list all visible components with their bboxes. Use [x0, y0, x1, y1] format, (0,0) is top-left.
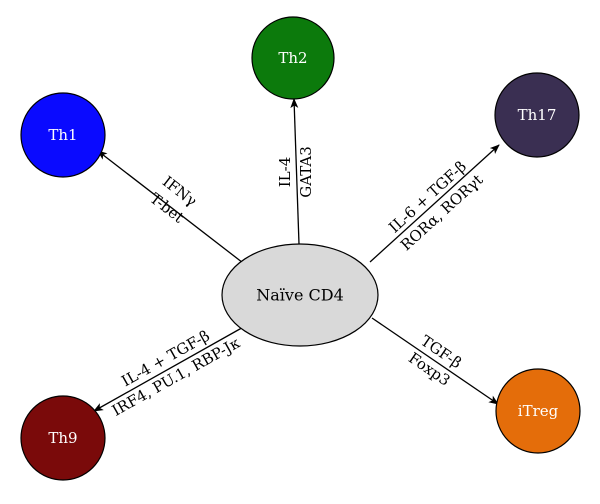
edge-label-th1: IFNγ T-bet — [146, 172, 200, 226]
node-th17-circle — [494, 72, 580, 158]
center-node-label: Naïve CD4 — [256, 286, 344, 305]
arrow-to-itreg — [371, 317, 499, 405]
edge-th2-factor: GATA3 — [297, 146, 315, 198]
node-th9: Th9 — [20, 395, 106, 481]
node-th1: Th1 — [20, 92, 106, 178]
node-th9-label: Th9 — [48, 429, 77, 447]
center-node: Naïve CD4 — [221, 243, 379, 347]
center-node-ellipse — [221, 243, 379, 347]
node-th9-circle — [20, 395, 106, 481]
edge-label-th2: IL-4 GATA3 — [276, 146, 315, 198]
node-th17: Th17 — [494, 72, 580, 158]
edge-th2-cytokine: IL-4 — [276, 157, 294, 188]
node-th17-label: Th17 — [518, 106, 557, 124]
node-th2-label: Th2 — [278, 49, 307, 67]
node-th2-circle — [251, 16, 335, 100]
node-th2: Th2 — [251, 16, 335, 100]
node-itreg-label: iTreg — [518, 402, 559, 420]
node-th1-circle — [20, 92, 106, 178]
arrow-to-th1 — [97, 150, 248, 267]
node-itreg: iTreg — [495, 368, 581, 454]
arrow-to-th2 — [290, 98, 300, 245]
node-itreg-circle — [495, 368, 581, 454]
arrow-to-th17 — [369, 144, 500, 263]
arrow-to-th9 — [93, 324, 248, 412]
node-th1-label: Th1 — [48, 126, 77, 144]
